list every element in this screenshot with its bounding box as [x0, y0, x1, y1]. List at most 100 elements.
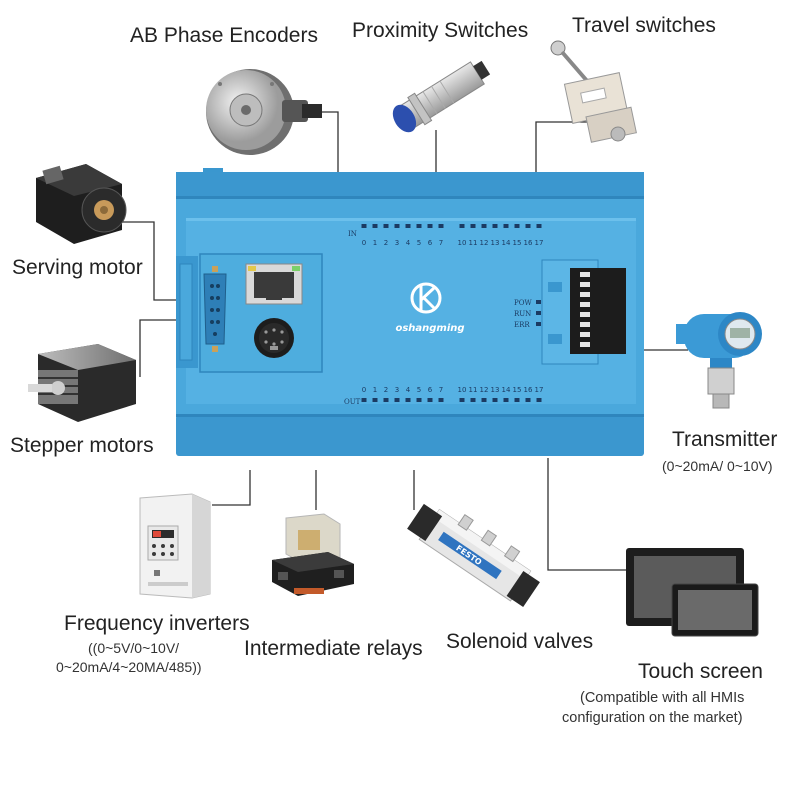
out-channel-label: 10: [458, 386, 467, 394]
dip-switch: [580, 332, 590, 337]
encoder-image: [206, 69, 322, 155]
in-channel-led: [438, 224, 444, 228]
in-channel-label: 2: [384, 239, 388, 247]
label-ab-phase-encoders: AB Phase Encoders: [130, 24, 318, 47]
label-serving-motor: Serving motor: [12, 256, 143, 279]
wire-touch: [547, 458, 638, 571]
out-channel-label: 15: [513, 386, 522, 394]
out-channel-label: 11: [469, 386, 478, 394]
dip-switch: [580, 302, 590, 307]
label-transmitter-range: (0~20mA/ 0~10V): [662, 458, 773, 474]
out-channel-label: 0: [362, 386, 366, 394]
wire-inverter: [212, 470, 251, 506]
out-channel-led: [492, 398, 498, 402]
in-channel-label: 1: [373, 239, 377, 247]
in-channel-label: 15: [513, 239, 522, 247]
label-proximity-switches: Proximity Switches: [352, 19, 529, 42]
out-channel-leds: [361, 398, 542, 402]
transmitter-image: [676, 312, 762, 409]
dip-switch: [580, 342, 590, 347]
in-channel-led: [459, 224, 465, 228]
out-channel-label: 2: [384, 386, 388, 394]
in-channel-label: 6: [428, 239, 433, 247]
label-intermediate-relays: Intermediate relays: [244, 637, 423, 660]
status-run: RUN: [514, 310, 531, 318]
out-channel-label: 7: [439, 386, 443, 394]
in-channel-led: [525, 224, 531, 228]
in-channel-label: 0: [362, 239, 366, 247]
brand-name: oshangming: [395, 323, 464, 334]
status-err: ERR: [514, 321, 530, 329]
servo-motor-image: [36, 164, 127, 244]
in-channel-led: [383, 224, 389, 228]
out-channel-label: 17: [535, 386, 544, 394]
out-channel-led: [427, 398, 433, 402]
in-channel-leds: [361, 224, 542, 228]
wire-stepper-motor: [139, 319, 176, 377]
label-travel-switches: Travel switches: [572, 14, 716, 37]
out-channel-label: 16: [524, 386, 533, 394]
in-channel-label: 11: [469, 239, 478, 247]
in-channel-label: 10: [458, 239, 467, 247]
out-channel-led: [383, 398, 389, 402]
out-channel-label: 4: [406, 386, 411, 394]
in-channel-led: [372, 224, 378, 228]
out-channel-led: [470, 398, 476, 402]
label-transmitter: Transmitter: [672, 428, 778, 451]
out-channel-label: 5: [417, 386, 421, 394]
in-channel-label: 5: [417, 239, 421, 247]
label-frequency-inverters: Frequency inverters: [64, 612, 250, 635]
out-channel-label: 3: [395, 386, 399, 394]
label-touch-screen-note-2: configuration on the market): [562, 710, 743, 726]
dip-switch: [580, 292, 590, 297]
plc-top-tab: [203, 168, 223, 172]
in-channel-label: 14: [502, 239, 511, 247]
frequency-inverter-image: [139, 493, 211, 599]
label-inverters-spec-1: ((0~5V/0~10V/: [88, 640, 180, 656]
out-channel-led: [405, 398, 411, 402]
out-channel-label: 12: [480, 386, 489, 394]
dip-switch-bank: [570, 268, 626, 354]
serial-port: [203, 273, 227, 345]
in-channel-label: 7: [439, 239, 443, 247]
in-channel-led: [405, 224, 411, 228]
in-channel-label: 16: [524, 239, 533, 247]
in-channel-led: [503, 224, 509, 228]
travel-switch-image: [550, 40, 637, 143]
in-channel-label: 13: [491, 239, 500, 247]
in-channel-label: 12: [480, 239, 489, 247]
label-solenoid-valves: Solenoid valves: [446, 630, 594, 653]
out-channel-led: [459, 398, 465, 402]
out-channel-label: 14: [502, 386, 511, 394]
label-stepper-motors: Stepper motors: [10, 434, 154, 457]
out-channel-led: [536, 398, 542, 402]
label-inverters-spec-2: 0~20mA/4~20MA/485)): [56, 659, 202, 675]
in-channel-led: [536, 224, 542, 228]
dip-switch: [580, 282, 590, 287]
out-channel-led: [416, 398, 422, 402]
in-channel-led: [470, 224, 476, 228]
out-label: OUT: [344, 398, 361, 406]
out-channel-led: [514, 398, 520, 402]
in-channel-led: [492, 224, 498, 228]
out-channel-label: 13: [491, 386, 500, 394]
out-channel-led: [525, 398, 531, 402]
dip-switch: [580, 322, 590, 327]
brand-logo-icon: [410, 282, 442, 314]
solenoid-valve-image: FESTO: [407, 503, 540, 608]
in-channel-led: [514, 224, 520, 228]
status-pow: POW: [514, 299, 532, 307]
out-channel-led: [438, 398, 444, 402]
in-channel-label: 17: [535, 239, 544, 247]
wire-travel: [535, 121, 588, 174]
in-channel-led: [361, 224, 367, 228]
out-channel-led: [503, 398, 509, 402]
out-channel-led: [361, 398, 367, 402]
dip-switch: [580, 272, 590, 277]
out-channel-led: [372, 398, 378, 402]
out-channel-label: 1: [373, 386, 377, 394]
in-label: IN: [348, 230, 357, 238]
